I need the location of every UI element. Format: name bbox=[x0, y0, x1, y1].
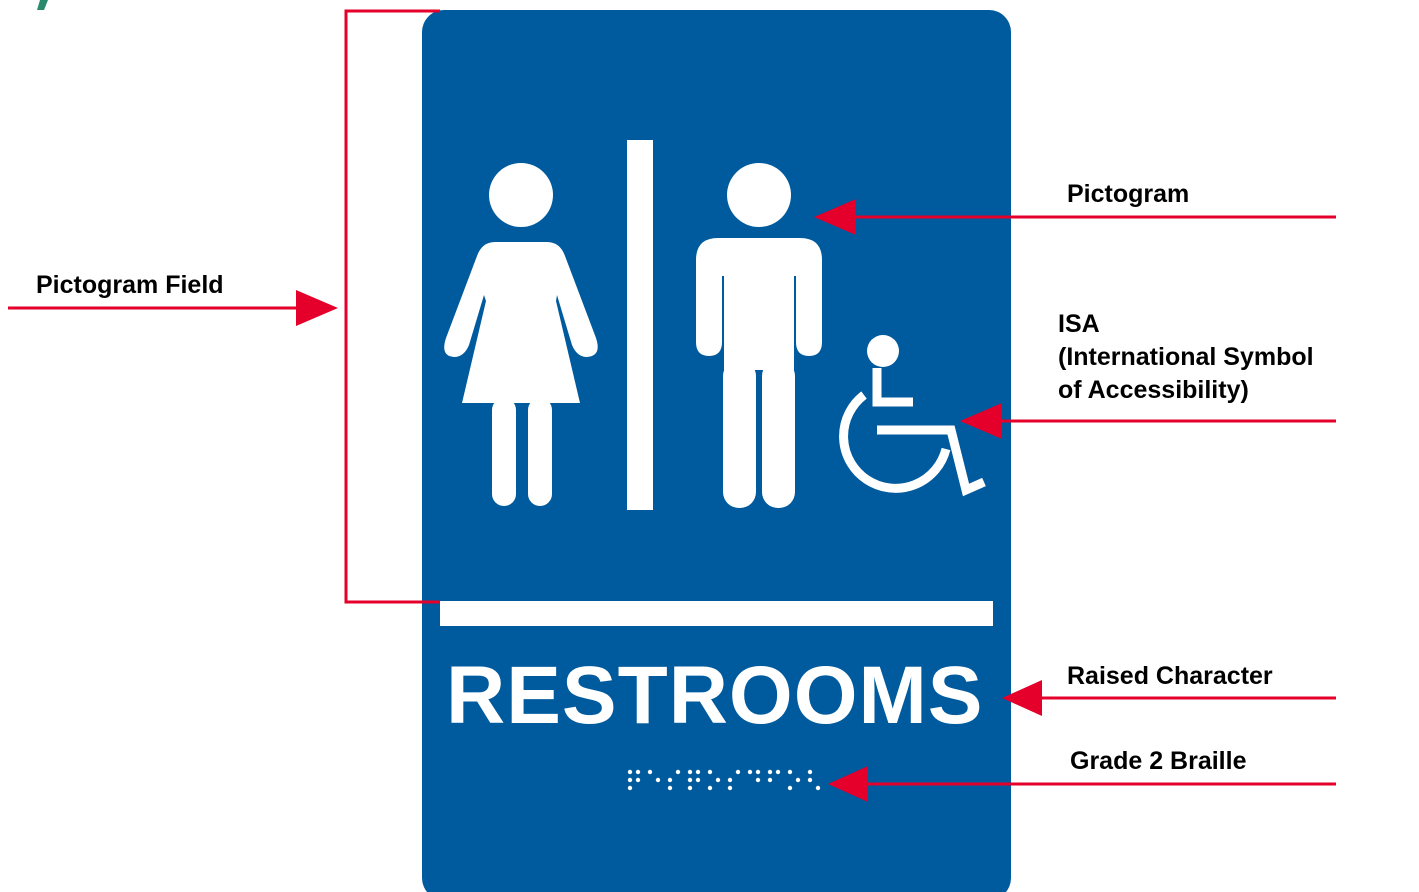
arrow-grade2-braille bbox=[828, 766, 1336, 802]
pictogram-separator-bar bbox=[440, 601, 993, 626]
arrow-isa bbox=[960, 403, 1336, 439]
label-pictogram: Pictogram bbox=[1067, 180, 1190, 208]
arrow-pictogram-field bbox=[8, 290, 338, 326]
male-pictogram-icon bbox=[696, 163, 822, 508]
label-isa: ISA bbox=[1058, 310, 1100, 338]
label-raised-character: Raised Character bbox=[1067, 662, 1273, 690]
pictogram-divider bbox=[627, 140, 653, 510]
arrow-pictogram bbox=[814, 199, 1336, 235]
female-pictogram-icon bbox=[444, 163, 598, 506]
sign-panel bbox=[422, 10, 1011, 892]
corner-mark bbox=[37, 0, 48, 10]
sign-title: RESTROOMS bbox=[446, 650, 984, 741]
label-pictogram-field: Pictogram Field bbox=[36, 271, 224, 299]
label-isa-line2: (International Symbol bbox=[1058, 343, 1314, 371]
grade2-braille-dots bbox=[627, 769, 821, 791]
label-grade2-braille: Grade 2 Braille bbox=[1070, 747, 1247, 775]
label-isa-line3: of Accessibility) bbox=[1058, 376, 1249, 404]
pictogram-field-bracket bbox=[344, 9, 440, 604]
arrow-raised-character bbox=[1002, 680, 1336, 716]
wheelchair-accessibility-icon bbox=[839, 335, 986, 497]
